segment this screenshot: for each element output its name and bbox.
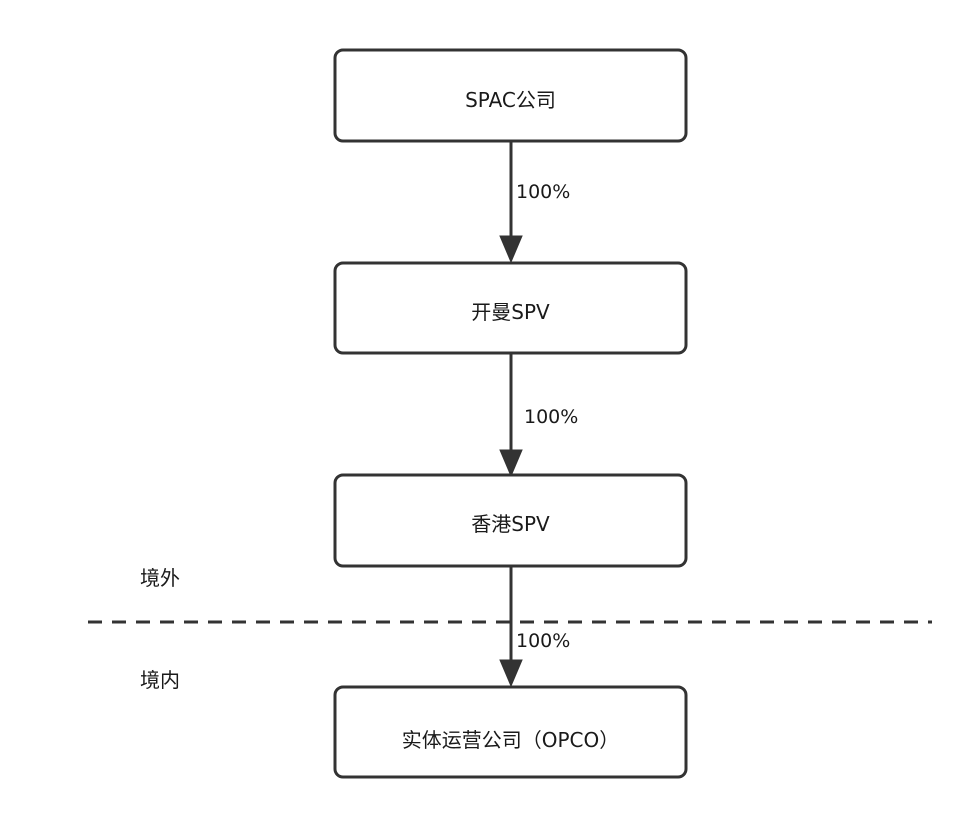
arrowhead-icon	[499, 235, 523, 264]
onshore-zone-label: 境内	[140, 668, 180, 692]
node-box	[333, 685, 688, 779]
node-label: 开曼SPV	[471, 300, 550, 324]
edge-hk-to-opco	[499, 566, 523, 688]
offshore-zone-label: 境外	[140, 566, 180, 590]
arrowhead-icon	[499, 659, 523, 688]
edge-label-cayman-to-hk: 100%	[524, 406, 578, 428]
node-opco: 实体运营公司（OPCO）	[333, 685, 688, 779]
node-label: 香港SPV	[471, 512, 550, 536]
edge-spac-to-cayman	[499, 141, 523, 264]
node-box	[333, 261, 688, 355]
node-label: 实体运营公司（OPCO）	[402, 728, 620, 752]
node-spac: SPAC公司	[333, 48, 688, 143]
edge-label-hk-to-opco: 100%	[516, 630, 570, 652]
node-box	[333, 473, 688, 568]
edge-label-spac-to-cayman: 100%	[516, 181, 570, 203]
edge-cayman-to-hk	[499, 353, 523, 478]
node-cayman-spv: 开曼SPV	[333, 261, 688, 355]
arrowhead-icon	[499, 449, 523, 478]
node-hk-spv: 香港SPV	[333, 473, 688, 568]
node-label: SPAC公司	[465, 88, 556, 112]
node-box	[333, 48, 688, 143]
